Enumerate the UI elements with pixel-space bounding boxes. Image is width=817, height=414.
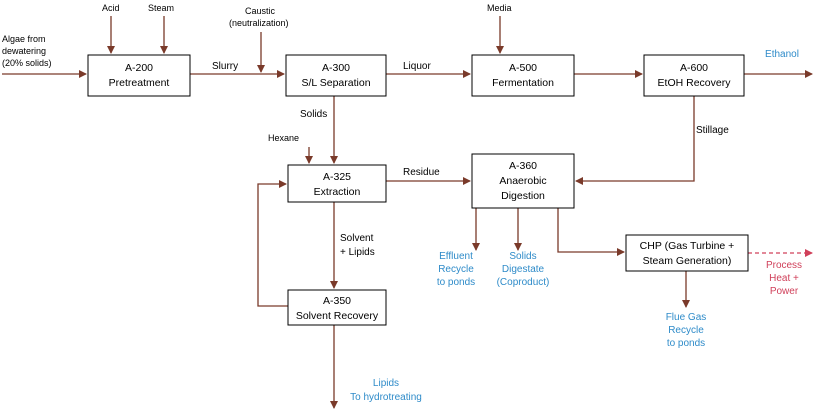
a500-id: A-500 <box>509 62 537 74</box>
residue-label: Residue <box>403 167 440 178</box>
block-a600: A-600 EtOH Recovery <box>643 54 745 97</box>
effluent-label-1: Effluent <box>439 251 473 262</box>
slurry-label: Slurry <box>212 61 238 72</box>
stream-labels: Slurry Liquor Solids Stillage Residue So… <box>212 61 729 258</box>
flue-label-3: to ponds <box>667 338 705 349</box>
process-label-2: Heat + <box>769 273 799 284</box>
a350-id: A-350 <box>323 295 351 307</box>
block-a350: A-350 Solvent Recovery <box>287 289 387 326</box>
a600-name: EtOH Recovery <box>658 77 732 89</box>
a325-name: Extraction <box>314 186 361 198</box>
solvent-label-1: Solvent <box>340 233 374 244</box>
algae-label-2: dewatering <box>2 46 46 56</box>
block-a300: A-300 S/L Separation <box>285 54 387 97</box>
lipids-label-2: To hydrotreating <box>350 392 422 403</box>
arrow-solvent-recycle <box>257 180 288 307</box>
digestate-label-3: (Coproduct) <box>497 277 550 288</box>
steam-label: Steam <box>148 3 174 13</box>
flue-label-1: Flue Gas <box>666 312 707 323</box>
arrow-biogas-to-chp <box>557 208 625 256</box>
a500-name: Fermentation <box>492 77 554 89</box>
media-label: Media <box>487 3 512 13</box>
block-chp: CHP (Gas Turbine + Steam Generation) <box>625 234 749 272</box>
a300-name: S/L Separation <box>301 77 370 89</box>
hexane-label: Hexane <box>268 133 299 143</box>
block-a200: A-200 Pretreatment <box>87 54 191 97</box>
chp-line1: CHP (Gas Turbine + <box>640 240 735 252</box>
ethanol-label: Ethanol <box>765 49 799 60</box>
a300-id: A-300 <box>322 62 350 74</box>
arrow-stillage <box>575 96 695 185</box>
lipids-label-1: Lipids <box>373 378 399 389</box>
liquor-label: Liquor <box>403 61 431 72</box>
output-labels: Ethanol Effluent Recycle to ponds Solids… <box>350 49 802 403</box>
a200-name: Pretreatment <box>109 77 170 89</box>
algae-label-3: (20% solids) <box>2 58 52 68</box>
solids-label: Solids <box>300 109 327 120</box>
a360-line3: Digestion <box>501 190 545 202</box>
effluent-label-2: Recycle <box>438 264 474 275</box>
caustic-label-1: Caustic <box>245 6 276 16</box>
acid-label: Acid <box>102 3 120 13</box>
process-label-3: Power <box>770 286 799 297</box>
solvent-label-2: + Lipids <box>340 247 375 258</box>
digestate-label-1: Solids <box>509 251 536 262</box>
chp-line2: Steam Generation) <box>643 255 732 267</box>
stillage-label: Stillage <box>696 125 729 136</box>
input-labels: Algae from dewatering (20% solids) Acid … <box>2 3 512 143</box>
block-a500: A-500 Fermentation <box>471 54 575 97</box>
a200-id: A-200 <box>125 62 153 74</box>
a325-id: A-325 <box>323 171 351 183</box>
a600-id: A-600 <box>680 62 708 74</box>
flue-label-2: Recycle <box>668 325 704 336</box>
effluent-label-3: to ponds <box>437 277 475 288</box>
caustic-label-2: (neutralization) <box>229 18 289 28</box>
digestate-label-2: Digestate <box>502 264 545 275</box>
a360-line2: Anaerobic <box>499 175 546 187</box>
block-a360: A-360 Anaerobic Digestion <box>471 153 575 209</box>
flow-arrows <box>2 16 813 409</box>
block-a325: A-325 Extraction <box>287 164 387 203</box>
a360-id: A-360 <box>509 160 537 172</box>
a350-name: Solvent Recovery <box>296 310 379 322</box>
process-label-1: Process <box>766 260 802 271</box>
algae-label-1: Algae from <box>2 34 46 44</box>
